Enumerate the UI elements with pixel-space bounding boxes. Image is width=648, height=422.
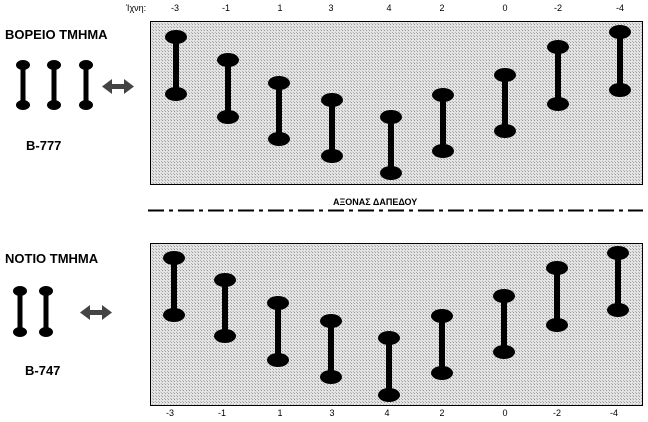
bottom-wheel-track-dumbbell [546, 261, 568, 332]
bottom-track-label: 4 [384, 408, 390, 418]
top-wheel-track-dumbbell [217, 53, 239, 124]
bottom-track-label: 3 [329, 408, 335, 418]
top-wheel-track-dumbbell [380, 110, 402, 180]
bottom-track-label: -1 [217, 408, 227, 418]
top-wheel-track-dumbbell [547, 40, 569, 111]
floor-axis-label: ΑΞΟΝΑΣ ΔΑΠΕΔΟΥ [333, 197, 418, 207]
top-track-label: -1 [221, 3, 231, 13]
bottom-wheel-track-dumbbell [267, 296, 289, 367]
tracks-heading: Ίχνη: [126, 3, 147, 13]
double-arrow-icon [102, 79, 134, 94]
bottom-wheel-track-dumbbell [320, 314, 342, 384]
top-track-label: -4 [615, 3, 625, 13]
top-track-label: -2 [553, 3, 563, 13]
dumbbell-icon [47, 60, 61, 110]
top-wheel-track-dumbbell [494, 68, 516, 138]
dumbbell-icon [39, 286, 53, 337]
dumbbell-icon [16, 60, 30, 110]
bottom-wheel-track-dumbbell [378, 331, 400, 402]
top-track-label: 0 [502, 3, 508, 13]
bottom-track-label: 1 [277, 408, 283, 418]
double-arrow-icon [80, 305, 112, 320]
dumbbell-icon [13, 286, 27, 337]
top-wheel-track-dumbbell [609, 25, 631, 97]
top-wheel-track-dumbbell [268, 76, 290, 146]
top-aircraft-label: B-777 [26, 138, 62, 153]
bottom-track-label: -3 [165, 408, 175, 418]
bottom-aircraft-label: B-747 [25, 363, 61, 378]
top-wheel-track-dumbbell [321, 93, 343, 163]
top-track-label: 4 [386, 3, 392, 13]
bottom-wheel-track-dumbbell [607, 246, 629, 317]
bottom-track-label: -2 [552, 408, 562, 418]
top-track-label: -3 [170, 3, 180, 13]
bottom-section-title: ΝΟΤΙΟ ΤΜΗΜΑ [5, 251, 99, 266]
top-wheel-track-dumbbell [432, 88, 454, 158]
top-wheel-track-dumbbell [165, 30, 187, 101]
bottom-track-label: 0 [502, 408, 508, 418]
bottom-track-label: 2 [439, 408, 445, 418]
bottom-wheel-track-dumbbell [493, 289, 515, 359]
top-section-title: ΒΟΡΕΙΟ ΤΜΗΜΑ [5, 27, 108, 42]
bottom-track-label: -4 [609, 408, 619, 418]
bottom-wheel-track-dumbbell [214, 273, 236, 343]
bottom-wheel-track-dumbbell [431, 309, 453, 380]
bottom-wheel-track-dumbbell [163, 251, 185, 322]
top-track-label: 3 [328, 3, 334, 13]
dumbbell-icon [79, 60, 93, 110]
top-track-label: 2 [439, 3, 445, 13]
top-track-label: 1 [277, 3, 283, 13]
